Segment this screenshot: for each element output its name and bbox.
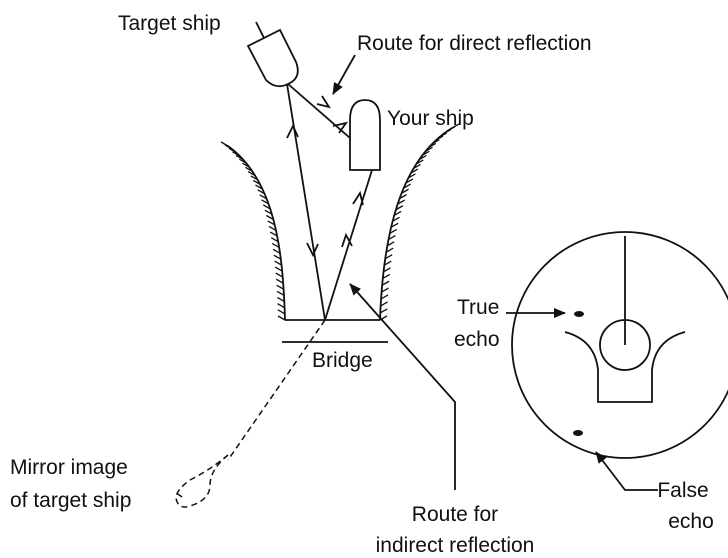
mirror-image-ship — [174, 319, 326, 508]
true-echo-dot — [574, 311, 584, 317]
label-route-indirect-2: indirect reflection — [376, 534, 535, 557]
label-bridge: Bridge — [312, 349, 373, 372]
label-false-echo-1: False — [657, 479, 708, 502]
leader-lines — [332, 54, 658, 491]
your-ship — [349, 99, 381, 171]
label-mirror-2: of target ship — [10, 489, 131, 512]
radar-display — [511, 231, 728, 459]
label-your-ship: Your ship — [387, 107, 474, 130]
target-ship — [246, 21, 299, 88]
label-route-indirect-1: Route for — [412, 503, 498, 526]
direct-route — [287, 83, 351, 139]
label-true-echo-2: echo — [454, 328, 500, 351]
indirect-route — [286, 83, 373, 321]
right-hull-wall — [379, 123, 460, 321]
false-echo-dot — [573, 430, 583, 436]
left-hull-wall — [220, 141, 286, 321]
label-route-direct: Route for direct reflection — [357, 32, 592, 55]
label-false-echo-2: echo — [668, 510, 714, 533]
label-mirror-1: Mirror image — [10, 456, 128, 479]
label-true-echo-1: True — [457, 296, 499, 319]
label-target-ship: Target ship — [118, 12, 221, 35]
